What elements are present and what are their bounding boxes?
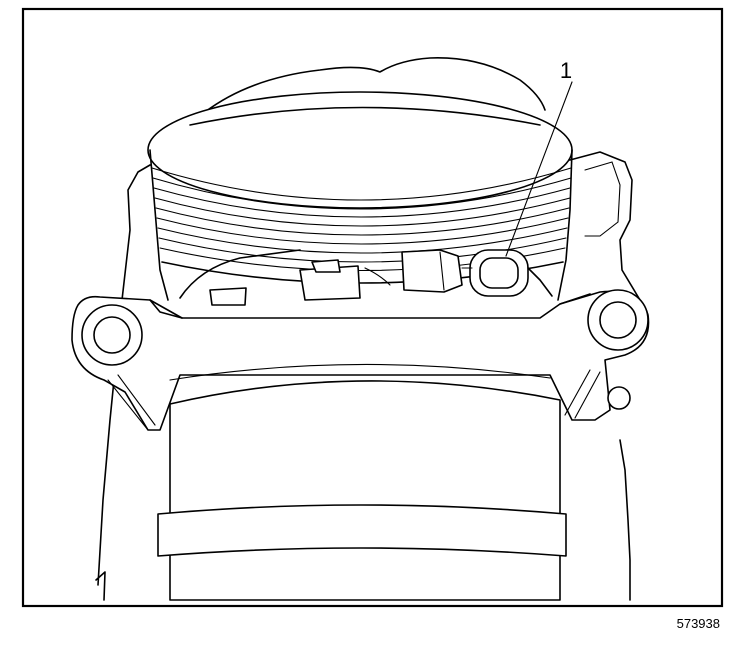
compressor-body bbox=[157, 363, 567, 601]
front-mount-bracket bbox=[71, 289, 650, 431]
rear-boss bbox=[204, 57, 546, 113]
clutch-pulley bbox=[147, 91, 573, 301]
callout-1-label: 1 bbox=[560, 58, 572, 83]
figure-frame bbox=[21, 7, 724, 608]
clutch-connector bbox=[401, 249, 553, 297]
clutch-coil-area bbox=[179, 249, 391, 306]
figure-number: 573938 bbox=[677, 616, 720, 631]
callout-1-leader bbox=[505, 81, 573, 257]
